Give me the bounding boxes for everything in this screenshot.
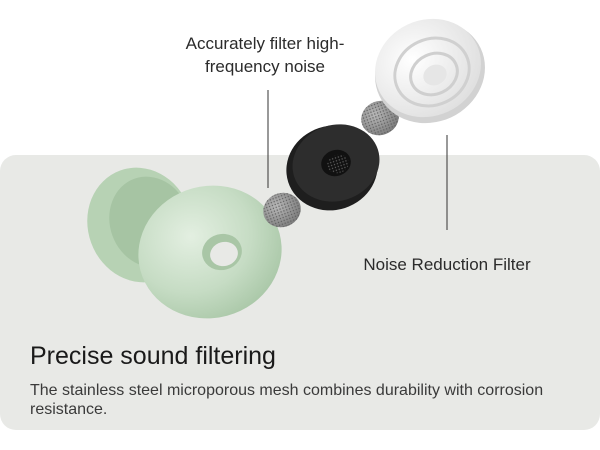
earplug-body-icon: [87, 167, 282, 319]
filter-cap-icon: [375, 18, 485, 124]
mesh-callout-label: Accurately filter high-frequency noise: [185, 34, 345, 76]
filter-callout-label: Noise Reduction Filter: [363, 255, 531, 274]
description: The stainless steel microporous mesh com…: [30, 382, 544, 418]
mesh-filter-icon: [263, 192, 301, 228]
foam-ring-icon: [286, 124, 380, 211]
headline: Precise sound filtering: [30, 342, 276, 370]
